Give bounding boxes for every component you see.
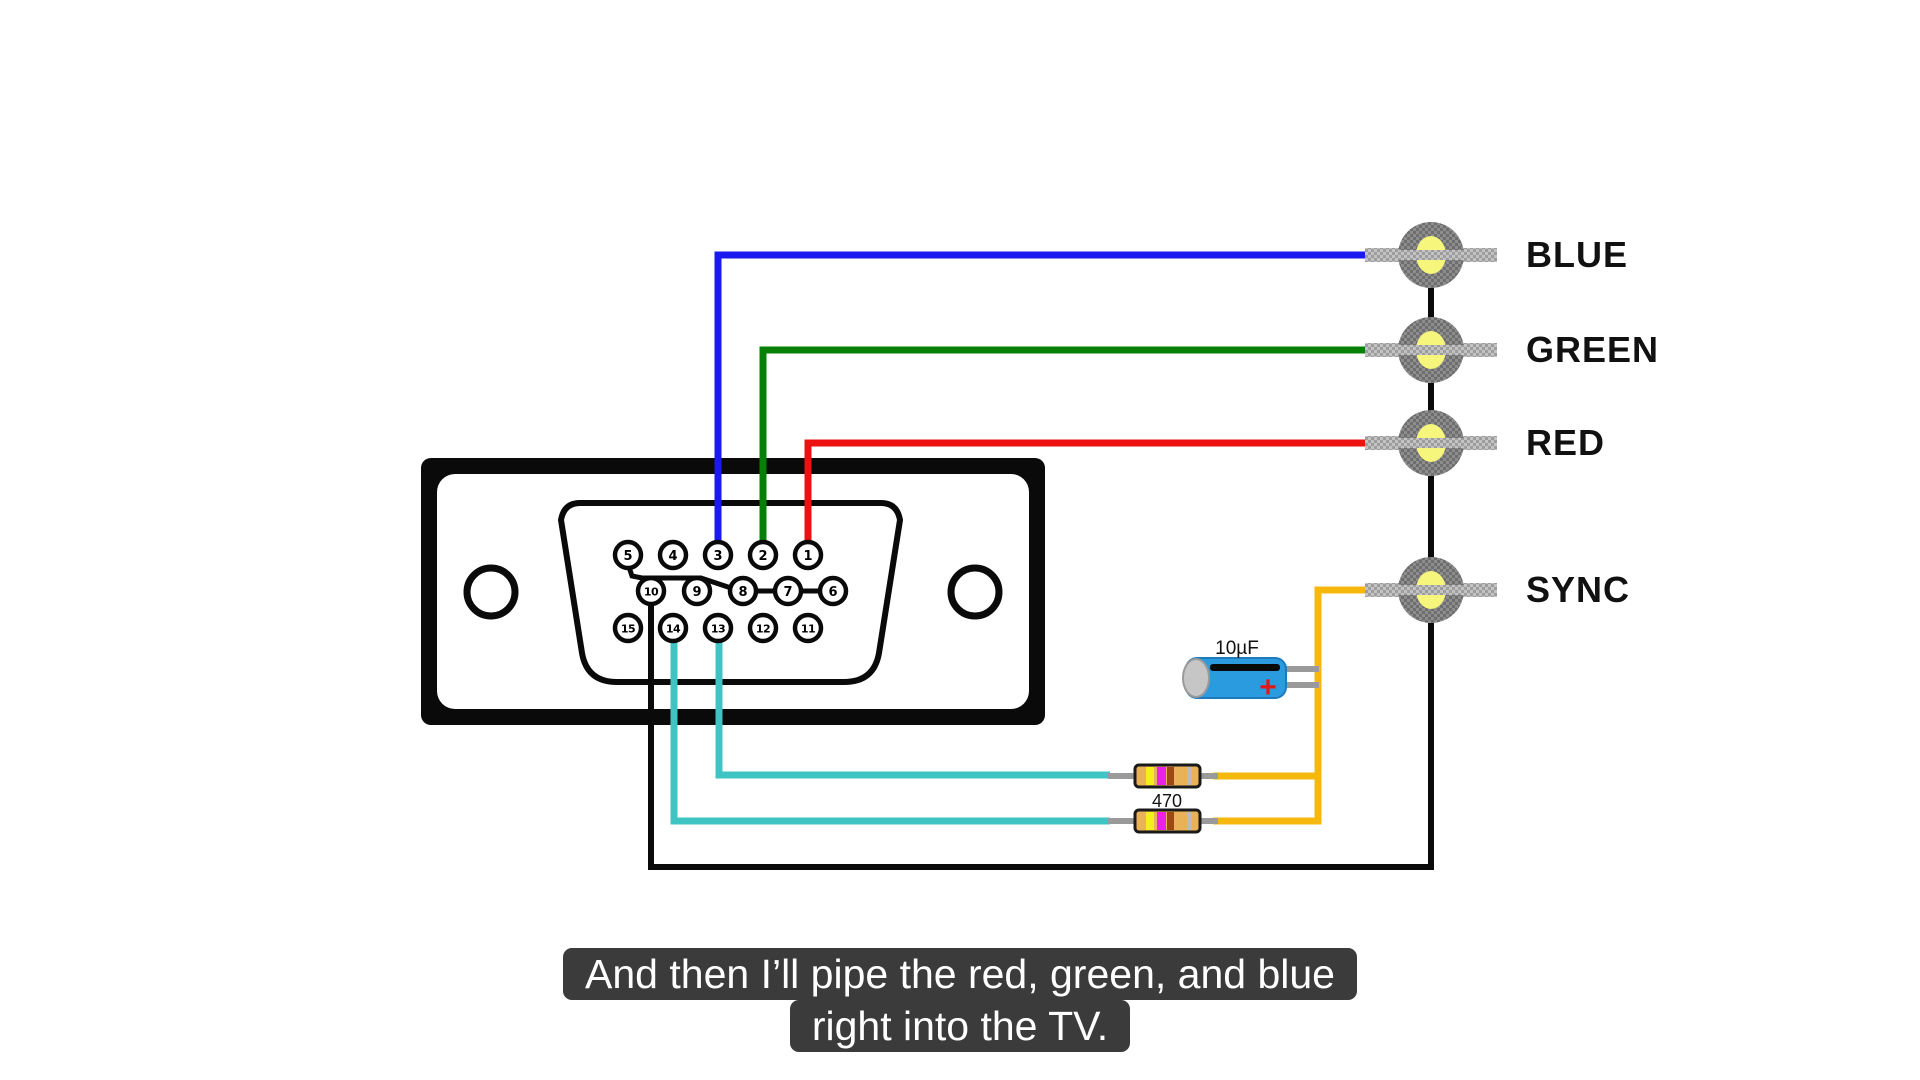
vga-pin-4: 4 — [657, 539, 689, 571]
resistor-band-violet — [1157, 767, 1166, 785]
capacitor-polarity-mark: + — [1259, 671, 1277, 704]
screw-hole-right — [947, 564, 1003, 620]
rca-barrel-front — [1365, 345, 1497, 355]
capacitor-lead-top — [1283, 666, 1319, 672]
subtitle-block: And then I’ll pipe the red, green, and b… — [0, 948, 1920, 1052]
pin-number: 8 — [738, 585, 747, 600]
resistor-band-silver — [1187, 767, 1192, 785]
resistor-band-brown — [1167, 812, 1174, 830]
ground-trace-pin5-to-pin8 — [625, 563, 738, 593]
capacitor-lead-bottom — [1283, 682, 1319, 688]
resistor-band-yellow — [1146, 812, 1154, 830]
vga-pin-2: 2 — [747, 539, 779, 571]
pin-number: 12 — [756, 623, 770, 636]
pin-number: 1 — [803, 549, 812, 564]
vga-pin-12: 12 — [747, 612, 779, 644]
rca-label: RED — [1526, 422, 1605, 463]
rca-barrel-front — [1365, 250, 1497, 260]
vga-pin-9: 9 — [681, 575, 713, 607]
pin-number: 14 — [666, 623, 681, 636]
resistor-band-violet — [1157, 812, 1166, 830]
vga-pin-1: 1 — [792, 539, 824, 571]
rca-label: GREEN — [1526, 329, 1659, 370]
rca-jack-blue: BLUE — [1365, 222, 1628, 288]
capacitor-end-cap — [1182, 658, 1210, 698]
rca-jack-green: GREEN — [1365, 317, 1659, 383]
capacitor-value-label: 10µF — [1215, 638, 1259, 659]
rca-label: SYNC — [1526, 569, 1630, 610]
green-wire — [759, 346, 1372, 545]
blue-wire — [714, 251, 1372, 545]
resistor-band-silver — [1187, 812, 1192, 830]
resistor-lead-right — [1198, 818, 1218, 824]
screw-hole-left — [463, 564, 519, 620]
pin-number: 2 — [758, 549, 767, 564]
pin-number: 15 — [621, 623, 635, 636]
vga-pin-7: 7 — [772, 575, 804, 607]
pin-number: 3 — [713, 549, 722, 564]
caption-line-1: And then I’ll pipe the red, green, and b… — [563, 948, 1357, 1000]
red-wire — [804, 439, 1372, 545]
vga-pin-14: 14 — [657, 612, 689, 644]
resistor-band-brown — [1167, 767, 1174, 785]
pin-number: 11 — [801, 623, 815, 636]
pin-number: 7 — [783, 585, 792, 600]
caption-line-2: right into the TV. — [789, 1000, 1131, 1052]
vga-pin-11: 11 — [792, 612, 824, 644]
pin-number: 6 — [828, 585, 837, 600]
vga-pin-15: 15 — [612, 612, 644, 644]
rca-jack-red: RED — [1365, 410, 1605, 476]
resistor-470-bottom — [1108, 808, 1218, 834]
vga-pin-13: 13 — [702, 612, 734, 644]
pin-number: 4 — [668, 549, 677, 564]
vga-pin-field: 5 4 3 2 1 10 9 8 7 6 15 14 13 12 11 — [612, 539, 849, 644]
vga-pin-8: 8 — [727, 575, 759, 607]
vga-pin-10: 10 — [635, 575, 667, 607]
capacitor-stripe — [1210, 664, 1280, 671]
rca-label: BLUE — [1526, 234, 1628, 275]
resistor-band-yellow — [1146, 767, 1154, 785]
teal-wire-pin13 — [715, 637, 1110, 779]
rca-barrel-front — [1365, 438, 1497, 448]
vga-pin-6: 6 — [817, 575, 849, 607]
teal-wire-pin14 — [670, 637, 1110, 825]
capacitor-10uf: + 10µF — [1182, 638, 1319, 704]
sync-yellow-wires — [1213, 586, 1372, 825]
resistor-470-top — [1108, 763, 1218, 789]
yellow-wire-bottom-resistor-to-sync — [1213, 586, 1372, 825]
ground-wire-pin10-to-sync — [648, 591, 1434, 870]
resistor-lead-right — [1198, 773, 1218, 779]
vga-pin-5: 5 — [612, 539, 644, 571]
pin-number: 5 — [623, 549, 632, 564]
resistor-lead-left — [1108, 818, 1138, 824]
resistor-lead-left — [1108, 773, 1138, 779]
rca-jack-sync: SYNC — [1365, 557, 1630, 623]
pin-number: 10 — [644, 586, 659, 599]
pin-number: 9 — [692, 585, 701, 600]
rca-barrel-front — [1365, 585, 1497, 595]
pin-number: 13 — [711, 623, 725, 636]
resistor-value-label: 470 — [1152, 791, 1182, 811]
vga-pin-3: 3 — [702, 539, 734, 571]
